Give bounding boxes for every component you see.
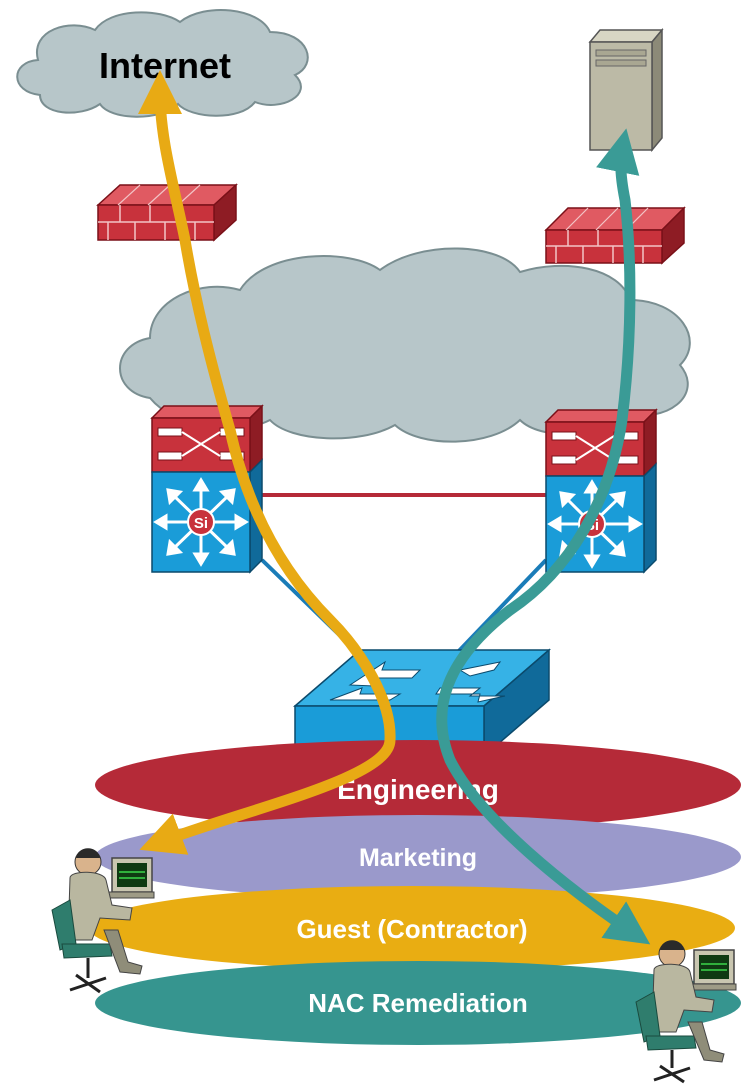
firewall-left-icon [96,183,238,242]
vlan-guest-label: Guest (Contractor) [296,914,527,944]
internet-label: Internet [99,45,231,86]
user-workstation-right-icon [635,940,737,1084]
user-workstation-left-icon [51,848,155,994]
vlan-layers: Engineering Marketing Guest (Contractor)… [89,740,741,1045]
vlan-marketing-label: Marketing [359,844,477,872]
vlan-guest [89,886,735,970]
vlan-nac-label: NAC Remediation [308,988,528,1018]
vlan-marketing [95,815,741,899]
firewall-right-icon [544,206,686,265]
si-left-label: Si [194,515,208,532]
core-network-cloud [119,247,691,443]
vlan-nac [95,961,741,1045]
internet-traffic-path [138,70,396,855]
server-icon [588,27,664,153]
server-traffic-path [436,128,651,945]
uplink-lines [260,558,548,657]
